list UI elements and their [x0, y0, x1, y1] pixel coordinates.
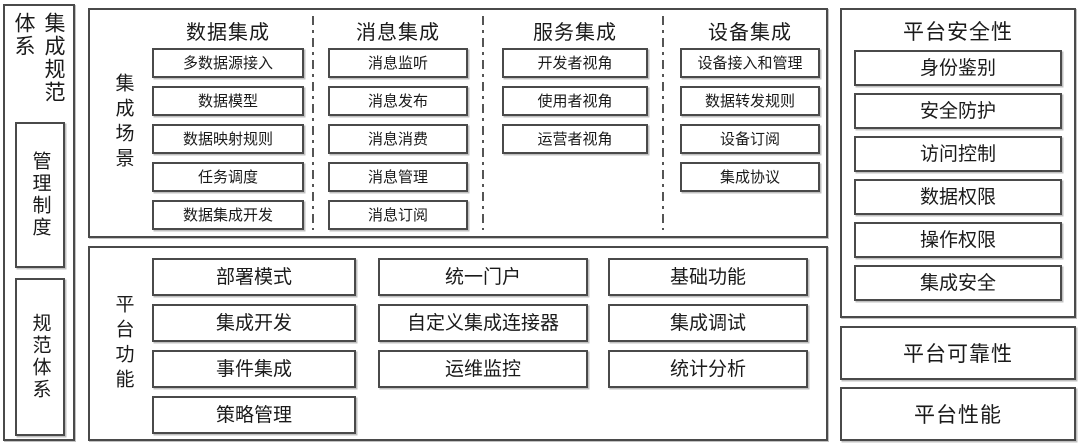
platform-security-panel: 平台安全性 身份鉴别 安全防护 访问控制 数据权限 操作权限 集成安全: [840, 8, 1076, 318]
function-item[interactable]: 集成开发: [152, 304, 356, 342]
scene-item[interactable]: 消息订阅: [328, 200, 468, 230]
function-panel-side-label: 平台功能: [112, 293, 135, 394]
scene-column-items: 多数据源接入 数据模型 数据映射规则 任务调度 数据集成开发: [152, 48, 304, 238]
function-item[interactable]: 策略管理: [152, 396, 356, 434]
platform-function-panel: 平台功能 部署模式 集成开发 事件集成 策略管理 统一门户 自定义集成连接器 运…: [88, 246, 828, 441]
security-items: 身份鉴别 安全防护 访问控制 数据权限 操作权限 集成安全: [854, 50, 1062, 308]
scene-item[interactable]: 开发者视角: [502, 48, 648, 78]
left-panel-title: 集成规范体系: [12, 12, 66, 104]
scene-divider-3: [662, 16, 664, 230]
scene-item[interactable]: 数据映射规则: [152, 124, 304, 154]
scene-item[interactable]: 数据转发规则: [680, 86, 820, 116]
scene-item[interactable]: 消息消费: [328, 124, 468, 154]
integration-standard-system-panel: 集成规范体系 管理制度 规范体系: [3, 4, 75, 441]
scene-item[interactable]: 消息发布: [328, 86, 468, 116]
scene-item[interactable]: 使用者视角: [502, 86, 648, 116]
function-item[interactable]: 部署模式: [152, 258, 356, 296]
scene-column-message-integration: 消息集成 消息监听 消息发布 消息消费 消息管理 消息订阅: [328, 10, 468, 236]
scene-item[interactable]: 数据模型: [152, 86, 304, 116]
security-item[interactable]: 数据权限: [854, 179, 1062, 215]
security-item[interactable]: 操作权限: [854, 222, 1062, 258]
scene-column-items: 设备接入和管理 数据转发规则 设备订阅 集成协议: [680, 48, 820, 200]
scene-item[interactable]: 运营者视角: [502, 124, 648, 154]
function-item[interactable]: 统计分析: [608, 350, 808, 388]
scene-column-items: 开发者视角 使用者视角 运营者视角: [502, 48, 648, 162]
platform-reliability-box[interactable]: 平台可靠性: [840, 326, 1076, 380]
scene-column-heading: 消息集成: [356, 19, 440, 44]
scene-column-heading: 数据集成: [186, 19, 270, 44]
function-column-3: 基础功能 集成调试 统计分析: [608, 258, 808, 396]
scene-divider-2: [482, 16, 484, 230]
scene-column-device-integration: 设备集成 设备接入和管理 数据转发规则 设备订阅 集成协议: [680, 10, 820, 236]
function-item[interactable]: 事件集成: [152, 350, 356, 388]
scene-column-service-integration: 服务集成 开发者视角 使用者视角 运营者视角: [502, 10, 648, 236]
security-item[interactable]: 身份鉴别: [854, 50, 1062, 86]
scene-item[interactable]: 设备接入和管理: [680, 48, 820, 78]
scene-panel-side-label: 集成场景: [112, 73, 135, 173]
security-panel-title: 平台安全性: [903, 20, 1013, 44]
security-item[interactable]: 访问控制: [854, 136, 1062, 172]
scene-column-heading: 设备集成: [708, 19, 792, 44]
function-item[interactable]: 统一门户: [378, 258, 588, 296]
scene-column-heading: 服务集成: [533, 19, 617, 44]
scene-item[interactable]: 多数据源接入: [152, 48, 304, 78]
scene-item[interactable]: 消息监听: [328, 48, 468, 78]
function-column-1: 部署模式 集成开发 事件集成 策略管理: [152, 258, 356, 442]
function-column-2: 统一门户 自定义集成连接器 运维监控: [378, 258, 588, 396]
scene-item[interactable]: 集成协议: [680, 162, 820, 192]
scene-item[interactable]: 设备订阅: [680, 124, 820, 154]
function-item[interactable]: 集成调试: [608, 304, 808, 342]
left-item-specification-system[interactable]: 规范体系: [15, 278, 65, 436]
scene-item[interactable]: 任务调度: [152, 162, 304, 192]
left-item-management-system[interactable]: 管理制度: [15, 122, 65, 268]
scene-column-items: 消息监听 消息发布 消息消费 消息管理 消息订阅: [328, 48, 468, 238]
integration-scenario-panel: 集成场景 数据集成 多数据源接入 数据模型 数据映射规则 任务调度 数据集成开发…: [88, 8, 828, 238]
function-item[interactable]: 自定义集成连接器: [378, 304, 588, 342]
function-item[interactable]: 运维监控: [378, 350, 588, 388]
scene-item[interactable]: 消息管理: [328, 162, 468, 192]
platform-performance-box[interactable]: 平台性能: [840, 387, 1076, 441]
scene-divider-1: [312, 16, 314, 230]
security-item[interactable]: 安全防护: [854, 93, 1062, 129]
function-item[interactable]: 基础功能: [608, 258, 808, 296]
scene-item[interactable]: 数据集成开发: [152, 200, 304, 230]
scene-column-data-integration: 数据集成 多数据源接入 数据模型 数据映射规则 任务调度 数据集成开发: [152, 10, 304, 236]
security-item[interactable]: 集成安全: [854, 265, 1062, 301]
